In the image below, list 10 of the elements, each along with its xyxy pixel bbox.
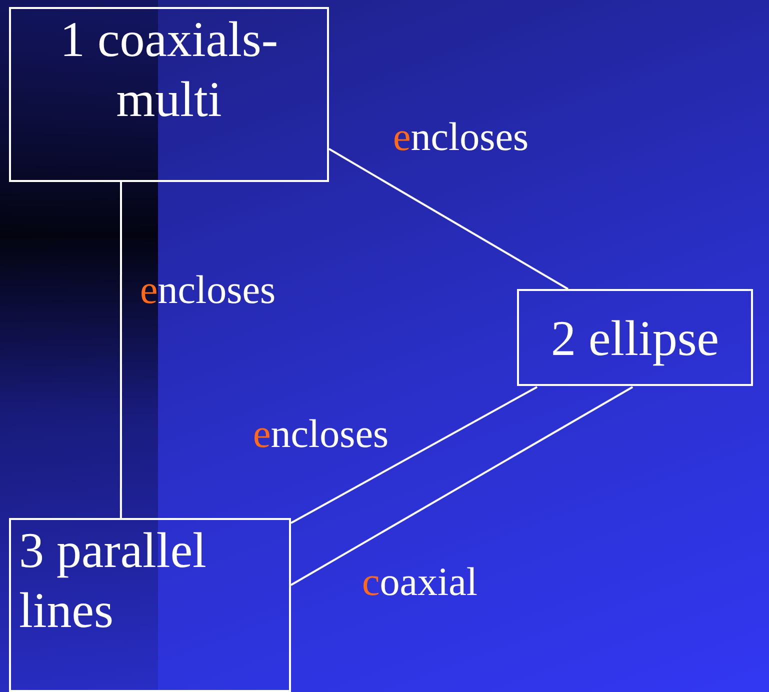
edge-label: encloses [393, 113, 529, 160]
edge-label: encloses [253, 410, 389, 457]
connector-line [290, 386, 538, 524]
label-box: 1 coaxials-multi [9, 7, 329, 182]
label-box: 2 ellipse [517, 289, 753, 386]
edge-label: coaxial [362, 558, 478, 605]
connector-line [328, 148, 568, 290]
label-box: 3 parallel lines [9, 518, 291, 692]
connector-line [290, 386, 634, 586]
connector-line [120, 182, 122, 518]
